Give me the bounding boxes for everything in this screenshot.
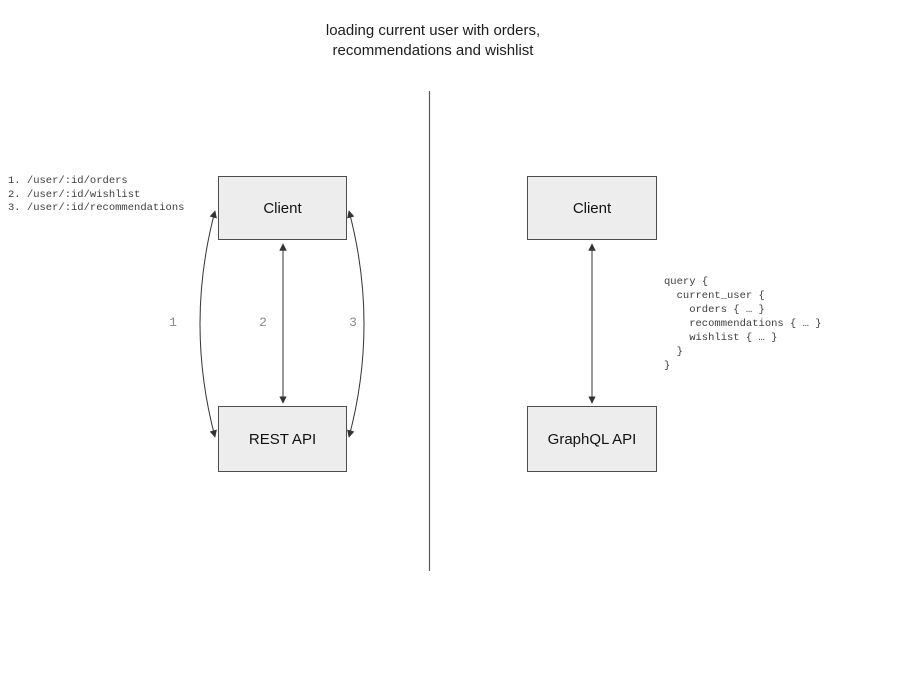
graphql-client-label: Client xyxy=(572,199,612,217)
rest-api-box: REST API xyxy=(218,406,347,472)
rest-endpoint-list: 1. /user/:id/orders 2. /user/:id/wishlis… xyxy=(8,175,184,216)
rest-client-box: Client xyxy=(218,176,347,240)
graphql-api-label: GraphQL API xyxy=(547,430,637,448)
rest-arrow-label-2: 2 xyxy=(259,315,267,330)
rest-api-label: REST API xyxy=(248,430,317,448)
graphql-client-box: Client xyxy=(527,176,657,240)
rest-endpoint-recommendations: 3. /user/:id/recommendations xyxy=(8,202,185,214)
graphql-query-snippet: query { current_user { orders { … } reco… xyxy=(664,276,822,372)
rest-client-label: Client xyxy=(263,199,302,217)
rest-endpoint-orders: 1. /user/:id/orders xyxy=(8,175,128,187)
rest-arrow-1-curve xyxy=(199,210,217,438)
rest-endpoint-wishlist: 2. /user/:id/wishlist xyxy=(8,188,141,201)
rest-arrow-label-1: 1 xyxy=(169,315,177,330)
graphql-api-box: GraphQL API xyxy=(527,406,657,472)
diagram-title: loading current user with orders, recomm… xyxy=(325,22,541,59)
rest-arrow-label-3: 3 xyxy=(349,315,357,330)
